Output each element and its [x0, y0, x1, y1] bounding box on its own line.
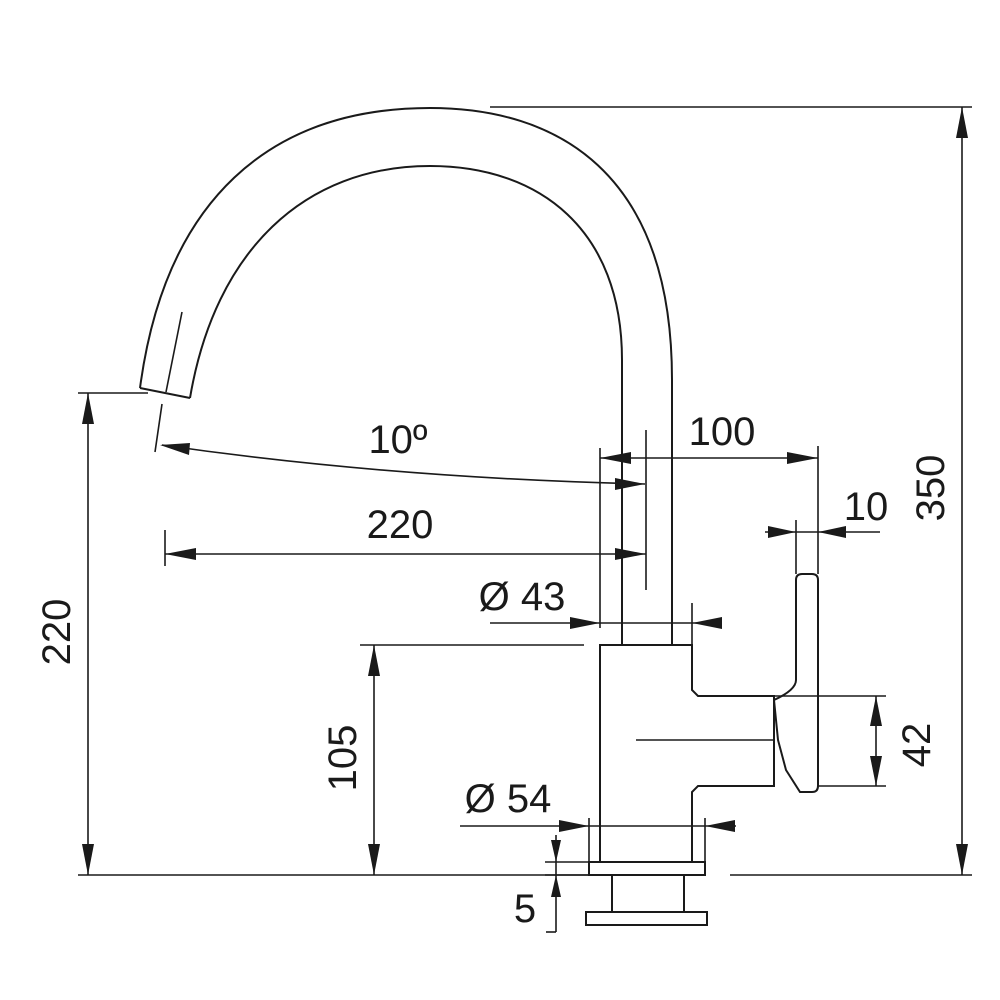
arrowhead — [956, 107, 968, 138]
faucet-outline — [139, 106, 819, 926]
arrowhead — [787, 452, 818, 464]
label-spout-height: 220 — [35, 599, 79, 666]
label-handle-height: 42 — [895, 723, 939, 768]
spout-inner-edge — [189, 164, 623, 645]
dimension-arc-10deg — [161, 444, 646, 485]
spout-outer-edge — [139, 106, 673, 645]
label-handle-thickness: 10 — [844, 485, 889, 529]
arrowhead — [768, 526, 796, 538]
mounting-nut — [585, 911, 708, 926]
arrowhead — [559, 820, 589, 832]
arrowhead — [82, 844, 94, 875]
arrowhead — [551, 840, 561, 862]
arrowhead — [600, 452, 631, 464]
arrowhead — [165, 548, 196, 560]
handle-lever — [772, 573, 819, 793]
base-flange — [588, 861, 706, 876]
label-base-diameter: Ø 54 — [465, 777, 552, 821]
spout-aerator-line — [165, 311, 183, 393]
arrowhead — [368, 844, 380, 875]
arrowhead — [870, 696, 882, 726]
dimension-labels: 350 220 10º 220 100 10 Ø 43 105 Ø 54 42 … — [35, 410, 953, 931]
arrowhead — [82, 393, 94, 424]
arrowhead — [705, 820, 735, 832]
arrowhead — [818, 526, 846, 538]
arrowhead — [615, 548, 646, 560]
label-flange-thickness: 5 — [514, 887, 536, 931]
arrowhead — [160, 443, 190, 455]
arrowhead — [551, 875, 561, 897]
arrowhead — [870, 756, 882, 786]
label-swivel-angle: 10º — [368, 418, 427, 462]
mounting-shank — [611, 874, 685, 913]
arrowhead — [368, 645, 380, 676]
faucet-body — [599, 644, 775, 863]
label-handle-reach: 100 — [689, 410, 756, 454]
arrowhead — [570, 617, 600, 629]
dimension-lines — [78, 106, 972, 933]
arrowhead — [956, 844, 968, 875]
angle-reference-line — [154, 403, 163, 453]
label-spout-reach: 220 — [367, 503, 434, 547]
label-body-height: 105 — [321, 725, 365, 792]
label-total-height: 350 — [909, 455, 953, 522]
label-spout-diameter: Ø 43 — [479, 575, 566, 619]
arrowhead — [692, 617, 722, 629]
arrowhead — [615, 478, 645, 490]
spout-tip — [139, 387, 191, 399]
